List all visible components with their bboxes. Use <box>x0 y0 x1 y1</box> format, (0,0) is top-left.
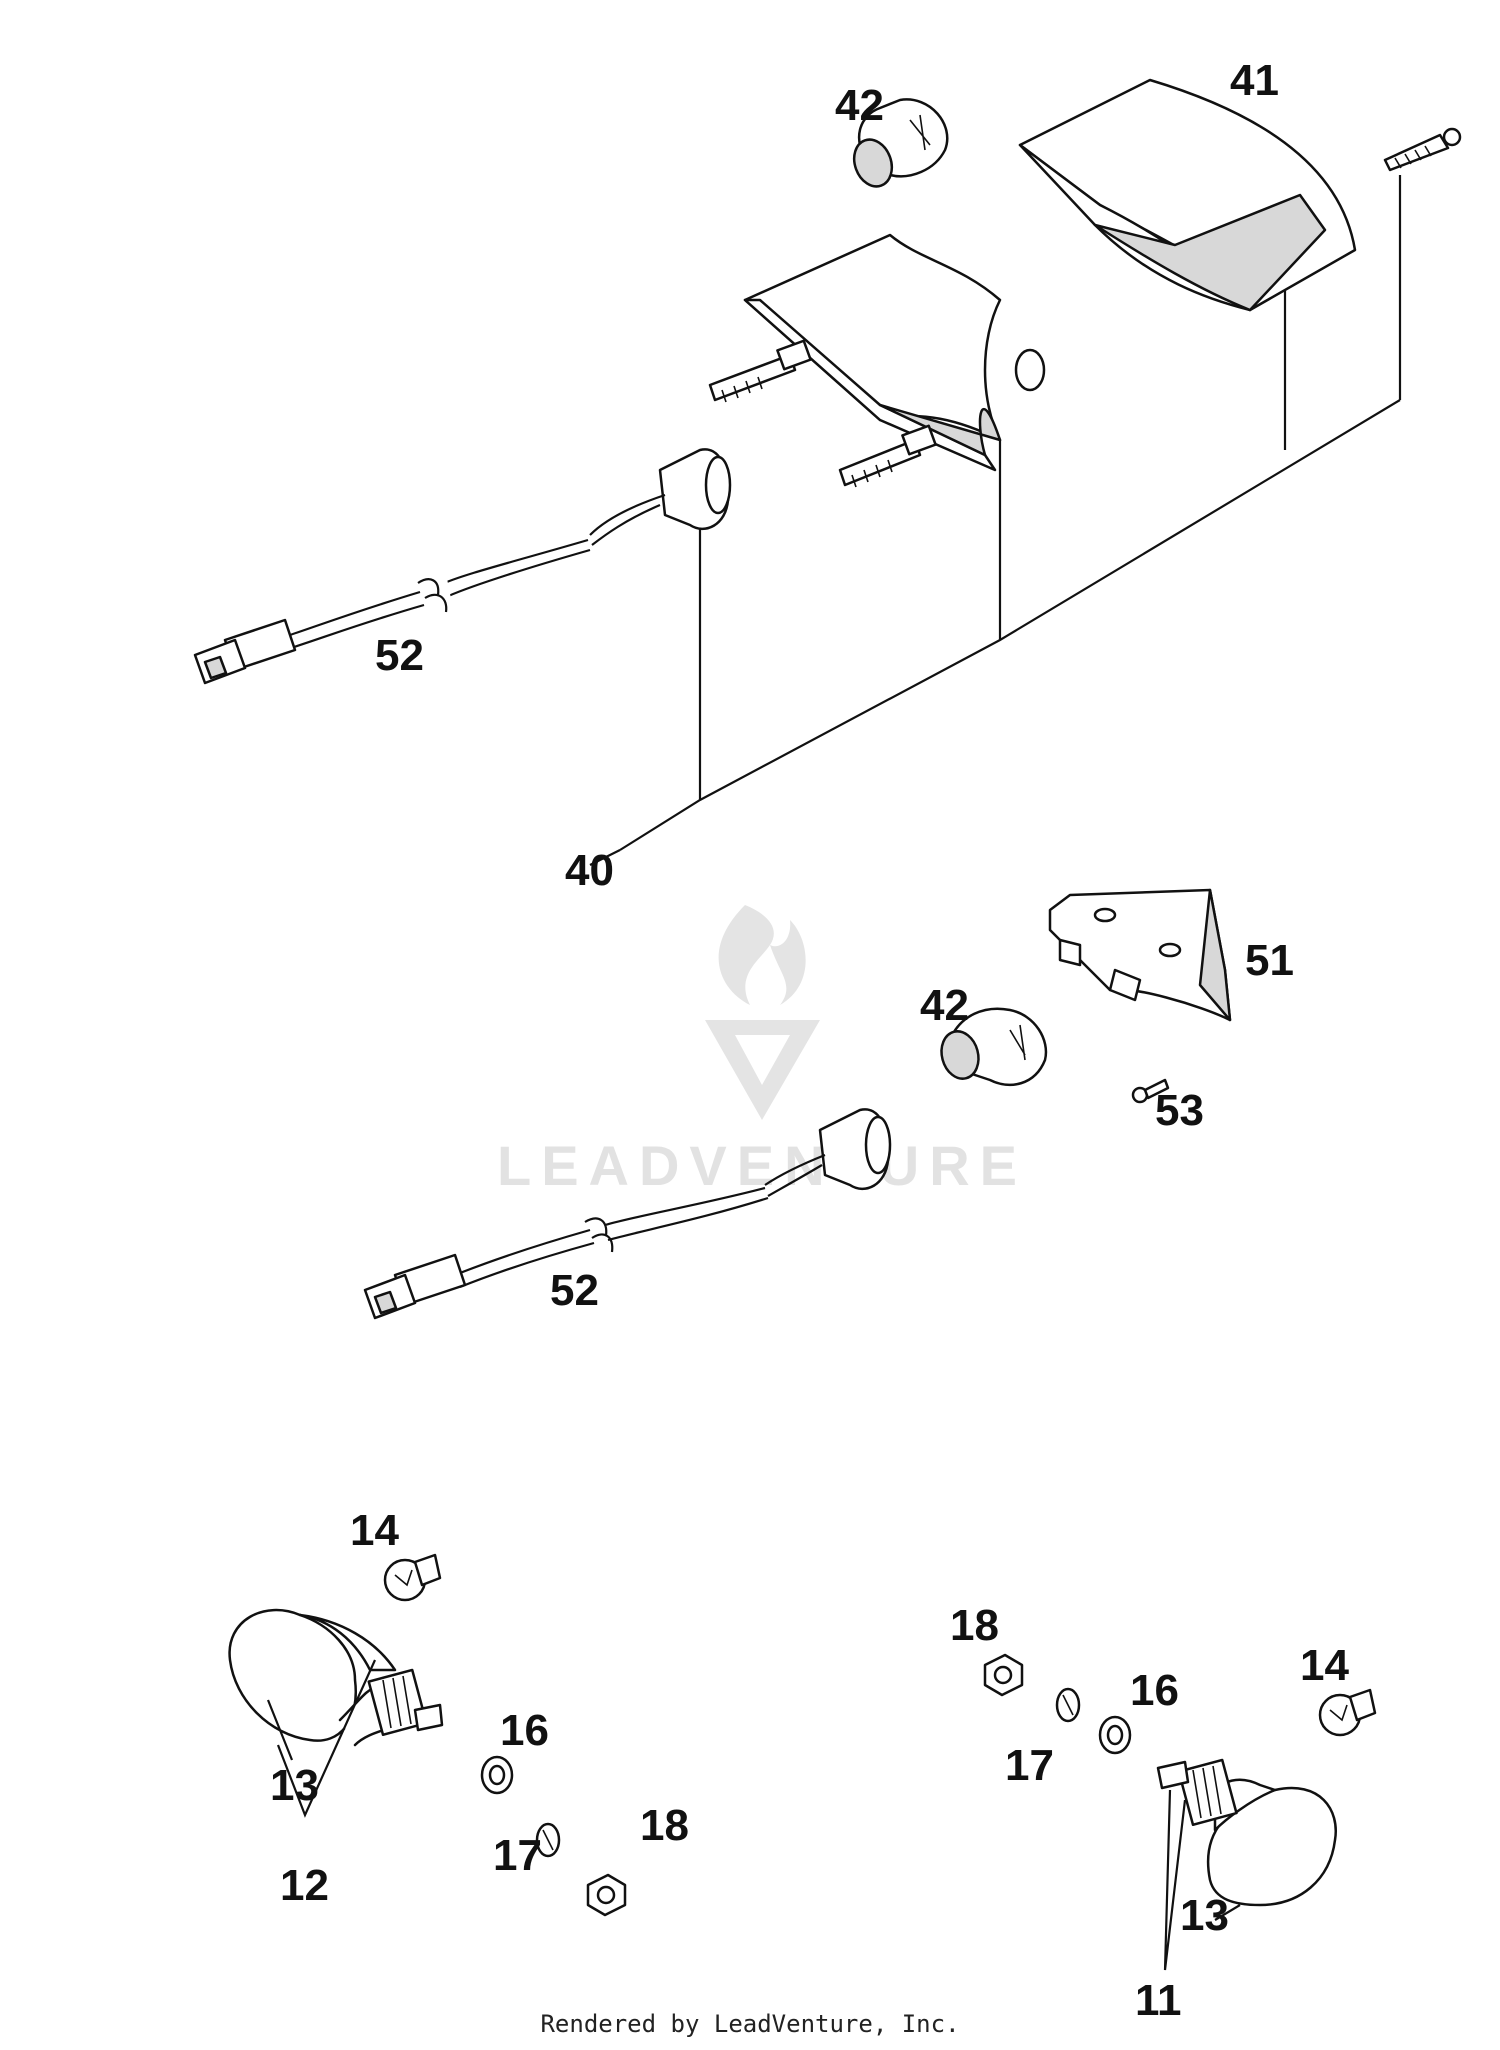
lock-washer-left <box>535 1822 561 1858</box>
washer-left <box>480 1755 514 1795</box>
callout-18-left: 18 <box>640 1801 689 1850</box>
render-credit: Rendered by LeadVenture, Inc. <box>540 2010 960 2038</box>
bulb-top <box>852 98 949 188</box>
wiring-harness-top <box>193 448 732 685</box>
callout-52-mid: 52 <box>550 1266 599 1315</box>
callout-42-top: 42 <box>835 81 884 130</box>
flame-v-logo-icon <box>705 905 820 1120</box>
tail-light-lens <box>1018 78 1357 312</box>
callout-17-right: 17 <box>1005 1741 1054 1790</box>
bulb-right <box>1318 1688 1377 1737</box>
lens-screw <box>1383 127 1462 172</box>
washer-right <box>1098 1715 1132 1755</box>
tail-light-housing <box>708 233 1046 488</box>
turn-signal-right <box>1156 1758 1337 1907</box>
callout-53: 53 <box>1155 1086 1204 1135</box>
callout-51: 51 <box>1245 936 1294 985</box>
callout-16-right: 16 <box>1130 1666 1179 1715</box>
callout-14-right: 14 <box>1300 1641 1349 1690</box>
callout-40: 40 <box>565 846 614 895</box>
watermark: LEADVENTURE <box>497 905 1027 1197</box>
turn-signal-left <box>228 1608 444 1747</box>
nut-left <box>586 1873 627 1917</box>
license-light-screw <box>1131 1078 1170 1104</box>
callout-labels: 41 42 52 40 51 42 53 52 14 13 12 16 17 1… <box>270 56 1349 2025</box>
callout-14-left: 14 <box>350 1506 399 1555</box>
bulb-middle <box>940 1007 1048 1087</box>
callout-11: 11 <box>1135 1976 1182 2025</box>
leader-lines-top <box>589 175 1402 866</box>
callout-41: 41 <box>1230 56 1279 105</box>
callout-16-left: 16 <box>500 1706 549 1755</box>
callout-18-right: 18 <box>950 1601 999 1650</box>
callout-52-top: 52 <box>375 631 424 680</box>
lock-washer-right <box>1055 1687 1081 1723</box>
watermark-text: LEADVENTURE <box>497 1134 1027 1197</box>
bulb-left <box>383 1553 442 1602</box>
license-light-cover <box>1048 888 1232 1022</box>
callout-12: 12 <box>280 1861 329 1910</box>
callout-42-mid: 42 <box>920 981 969 1030</box>
callout-13-right: 13 <box>1180 1891 1229 1940</box>
nut-right <box>983 1653 1024 1697</box>
callout-13-left: 13 <box>270 1761 319 1810</box>
wiring-harness-middle <box>363 1108 892 1320</box>
callout-17-left: 17 <box>493 1831 542 1880</box>
